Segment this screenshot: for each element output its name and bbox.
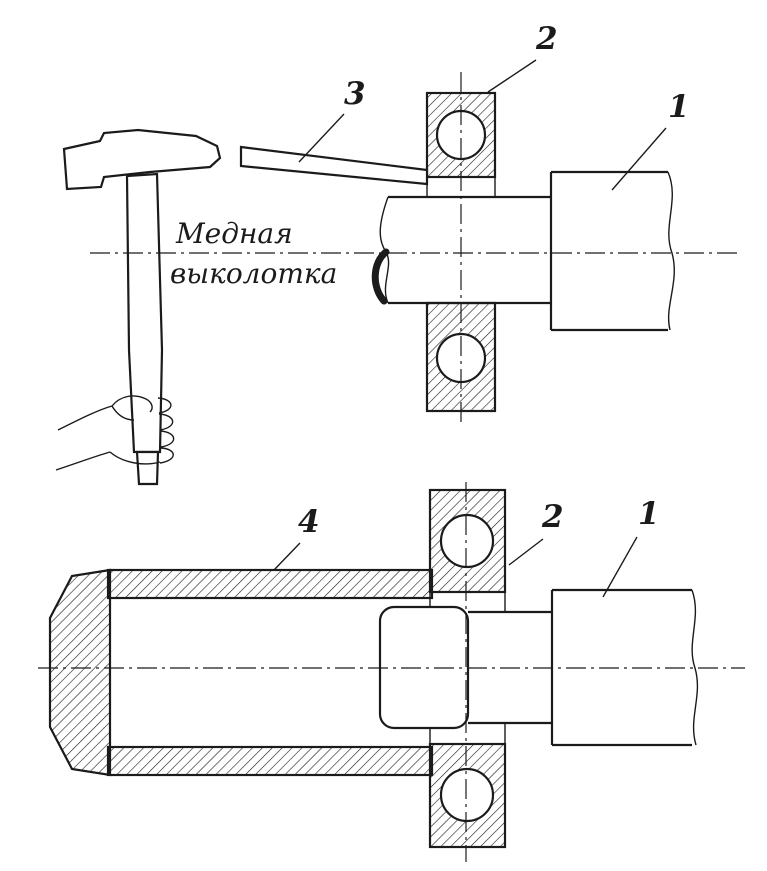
copper-drift (239, 145, 429, 186)
leader-part1-bottom (602, 536, 638, 598)
bearing-ball-upper (439, 513, 495, 569)
part-label-4-bottom: 4 (298, 504, 320, 540)
leader-part3-top (298, 113, 345, 163)
annotation-copper-drift-line1: Медная (175, 217, 293, 250)
bottom-figure: 4 2 1 (38, 482, 745, 862)
finger (158, 413, 174, 431)
hammer-head (62, 128, 222, 191)
shaft-bottom-figure (378, 588, 699, 747)
hammer-handle-butt (135, 450, 160, 486)
leader-part2-bottom (508, 538, 544, 566)
part-label-1-top: 1 (668, 89, 690, 125)
part-label-1-bottom: 1 (638, 496, 660, 532)
shaft-break-line (667, 171, 675, 331)
finger (157, 397, 172, 414)
finger (159, 447, 174, 464)
top-figure: Медная выколотка 3 2 1 (55, 21, 742, 486)
leader-part2-top (487, 59, 537, 93)
part-label-3-top: 3 (344, 76, 366, 112)
finger (159, 430, 175, 448)
hand (55, 395, 175, 471)
hammer (62, 128, 222, 486)
shaft-break-line (691, 589, 699, 746)
mounting-tube (48, 568, 434, 777)
part-label-2-top: 2 (535, 21, 558, 57)
leader-part4-bottom (273, 542, 301, 571)
tube-upper-wall (106, 568, 434, 600)
shaft-break-mark (371, 248, 390, 305)
leader-part1-top (611, 127, 667, 191)
shaft-top-figure (371, 170, 675, 332)
part-label-2-bottom: 2 (541, 499, 564, 535)
bearing-ball-lower (439, 767, 495, 823)
tube-closed-end (48, 568, 112, 777)
bearing-bottom-figure (428, 488, 507, 849)
hammer-handle (125, 172, 164, 454)
tube-lower-wall (106, 745, 434, 777)
annotation-copper-drift-line2: выколотка (170, 257, 337, 290)
